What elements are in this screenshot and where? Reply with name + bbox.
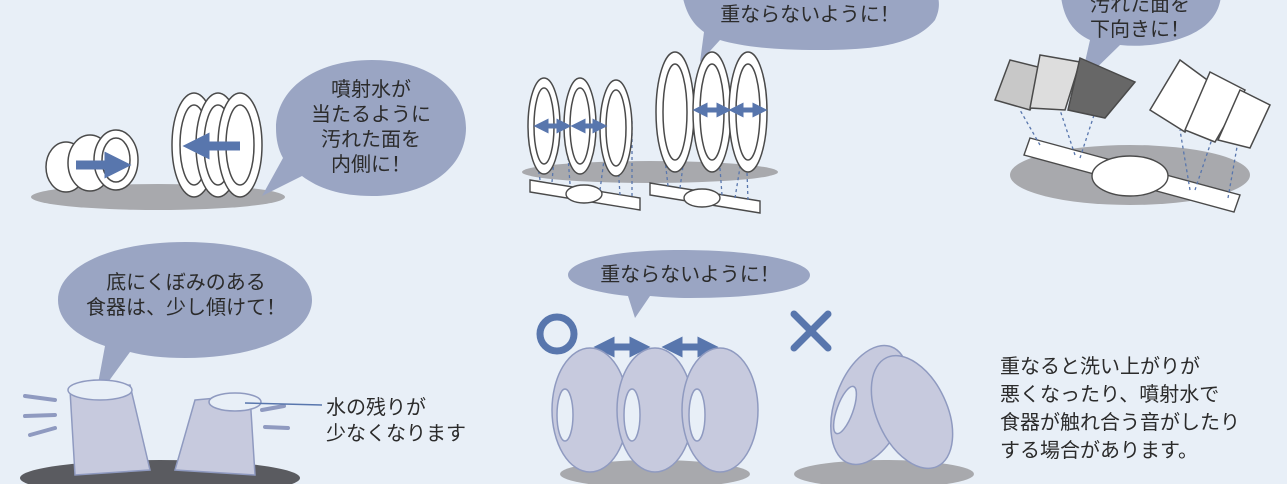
- spray-arm: [529, 179, 761, 214]
- speech-bubble: [683, 0, 939, 62]
- label-line: 悪くなったり、噴射水で: [1000, 382, 1220, 406]
- panel-plates-rack: [522, 0, 939, 214]
- bubble-line: 当たるように: [311, 102, 431, 126]
- speech-bubble: [262, 60, 466, 196]
- bubble-line: 噴射水が: [331, 77, 411, 101]
- bubble-line: 重ならないように！: [720, 2, 900, 26]
- label-line: 重なると洗い上がりが: [1000, 354, 1200, 378]
- bowls-illustration: [67, 379, 262, 476]
- water-splash: [23, 394, 290, 437]
- floor-shadow: [20, 460, 300, 484]
- bubble-text-top-center: 重ならないように！: [690, 2, 930, 27]
- label-overlap-note: 重なると洗い上がりが 悪くなったり、噴射水で 食器が触れ合う音がしたり する場合…: [1000, 352, 1240, 464]
- bad-mark-icon: [790, 310, 832, 352]
- bubble-line: 食器は、少し傾けて！: [86, 295, 286, 319]
- bubble-line: 底にくぼみのある: [106, 270, 266, 294]
- plates-illustration: [527, 51, 768, 177]
- spray-lines: [1019, 109, 1241, 199]
- label-line: 少なくなります: [326, 421, 466, 445]
- panel-no-overlap: [536, 250, 974, 484]
- bad-dishes-illustration: [830, 344, 954, 470]
- floor-shadow: [794, 460, 974, 484]
- speech-bubble: [568, 250, 810, 318]
- bubble-line: 内側に！: [331, 152, 411, 176]
- double-arrow-icon: [533, 102, 768, 134]
- bubble-text-bottom-left: 底にくぼみのある 食器は、少し傾けて！: [64, 270, 308, 320]
- panel-tilted-bowls: [20, 242, 323, 484]
- speech-bubble: [1061, 0, 1221, 84]
- bubble-text-top-left: 噴射水が 当たるように 汚れた面を 内側に！: [291, 77, 451, 177]
- label-line: 食器が触れ合う音がしたり: [1000, 410, 1240, 434]
- good-mark-icon: [536, 313, 578, 355]
- spray-arm: [1023, 137, 1241, 213]
- bubble-text-bottom-center: 重ならないように！: [570, 262, 810, 287]
- leader-line: [244, 402, 323, 406]
- panel-bowls-plates: [31, 60, 466, 210]
- speech-bubble: [58, 242, 312, 400]
- label-line: 水の残りが: [326, 395, 426, 419]
- label-water-remain: 水の残りが 少なくなります: [326, 394, 466, 446]
- bubble-line: 汚れた面を: [321, 127, 421, 151]
- bubble-line: 下向きに！: [1090, 17, 1190, 41]
- cups-illustration: [994, 54, 1271, 149]
- panel-cups-down: [994, 0, 1271, 213]
- label-line: する場合があります。: [1000, 438, 1198, 462]
- good-dishes-illustration: [551, 347, 759, 473]
- bubble-line: 汚れた面を: [1090, 0, 1190, 16]
- bubble-line: 重ならないように！: [600, 262, 780, 286]
- bubble-text-top-right: 汚れた面を 下向きに！: [1060, 0, 1220, 42]
